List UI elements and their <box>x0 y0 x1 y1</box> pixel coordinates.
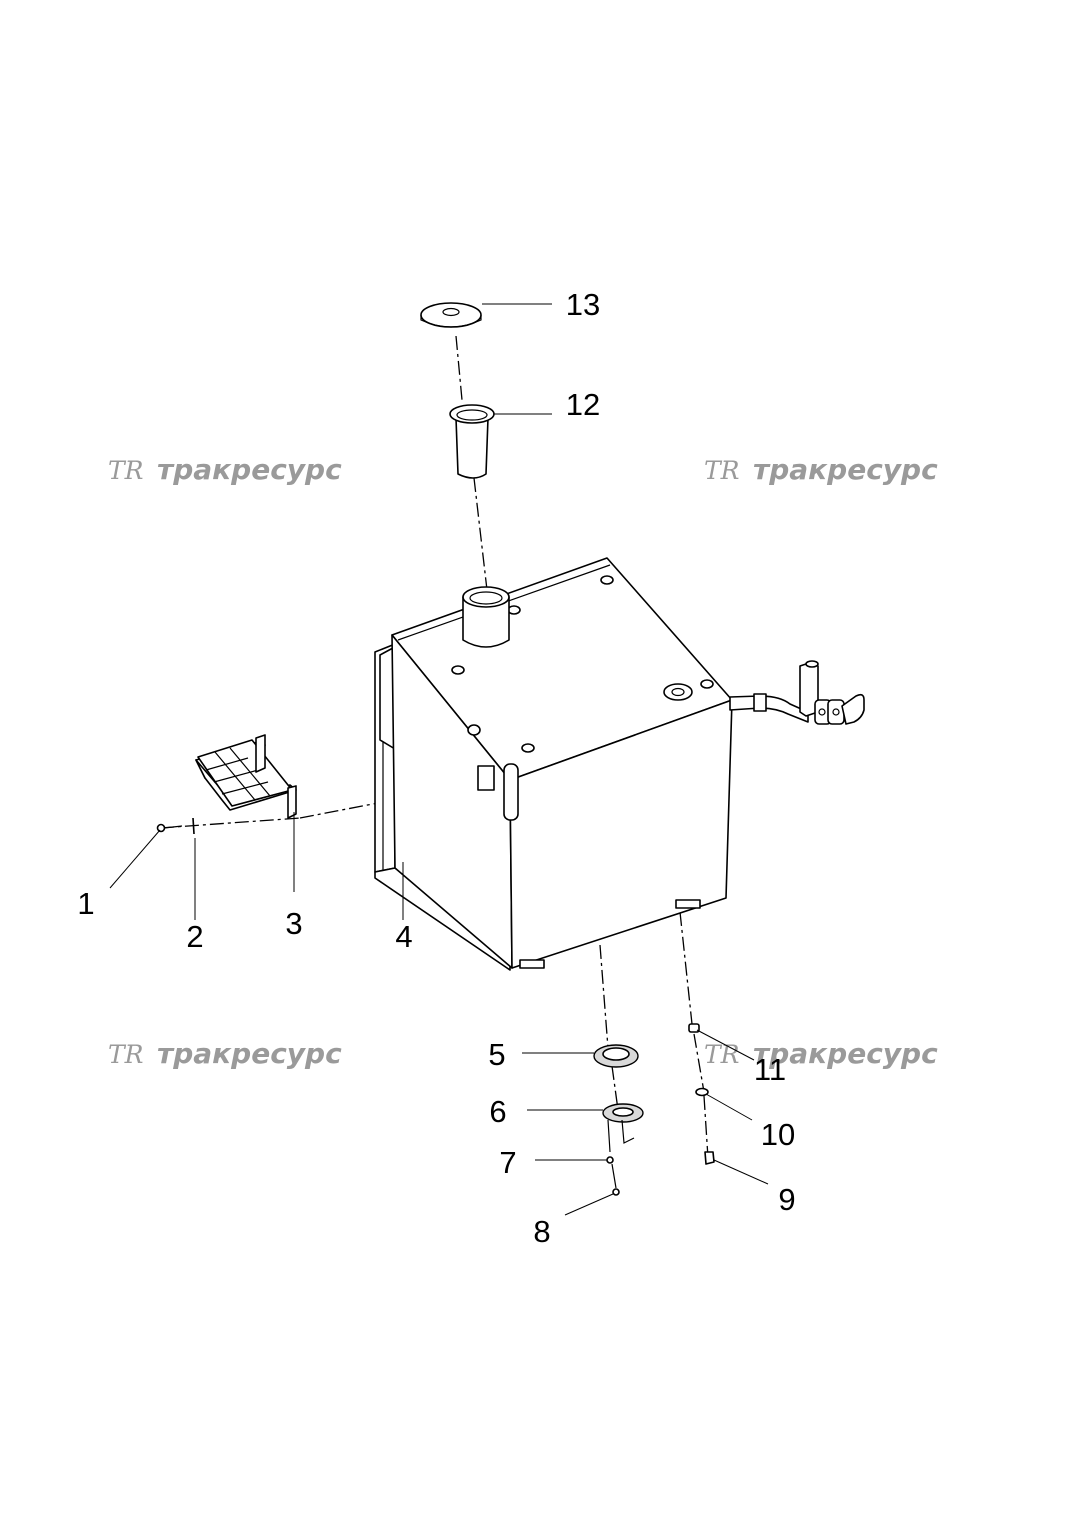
fuel-tank <box>391 557 733 969</box>
callout-2: 2 <box>186 919 203 954</box>
step-bracket <box>195 734 297 819</box>
callout-12: 12 <box>566 387 600 422</box>
drain-plug-assembly <box>688 1023 715 1165</box>
callout-3: 3 <box>285 906 302 941</box>
callout-labels: 1 2 3 4 5 6 7 8 9 10 11 12 13 <box>77 287 795 1249</box>
watermark-text: тракресурс <box>753 1037 938 1070</box>
callout-7: 7 <box>499 1145 516 1180</box>
callout-9: 9 <box>778 1182 795 1217</box>
watermark-text: тракресурс <box>157 453 342 486</box>
watermark-logo-mark: TR <box>108 456 144 485</box>
callout-6: 6 <box>489 1094 506 1129</box>
callout-4: 4 <box>395 919 412 954</box>
callout-13: 13 <box>566 287 600 322</box>
watermark-top-right: TR тракресурс <box>704 453 938 486</box>
leader-lines <box>109 303 769 1216</box>
watermark-bottom-left: TR тракресурс <box>108 1037 342 1070</box>
filler-strainer <box>449 404 495 479</box>
fuel-line-assembly <box>729 660 865 725</box>
watermark-text: тракресурс <box>157 1037 342 1070</box>
callout-11: 11 <box>754 1052 786 1087</box>
callout-1: 1 <box>77 886 94 921</box>
watermark-bottom-right: TR тракресурс <box>704 1037 938 1070</box>
callout-8: 8 <box>533 1214 550 1249</box>
watermark-logo-mark: TR <box>108 1040 144 1069</box>
watermark-text: тракресурс <box>753 453 938 486</box>
watermark-logo-mark: TR <box>704 456 740 485</box>
fuel-sender-assembly <box>593 1044 644 1196</box>
watermark-logo-mark: TR <box>704 1040 740 1069</box>
callout-5: 5 <box>488 1037 505 1072</box>
bolt-and-washer <box>156 817 195 835</box>
callout-10: 10 <box>761 1117 795 1152</box>
filler-cap <box>420 302 482 328</box>
watermark-top-left: TR тракресурс <box>108 453 342 486</box>
